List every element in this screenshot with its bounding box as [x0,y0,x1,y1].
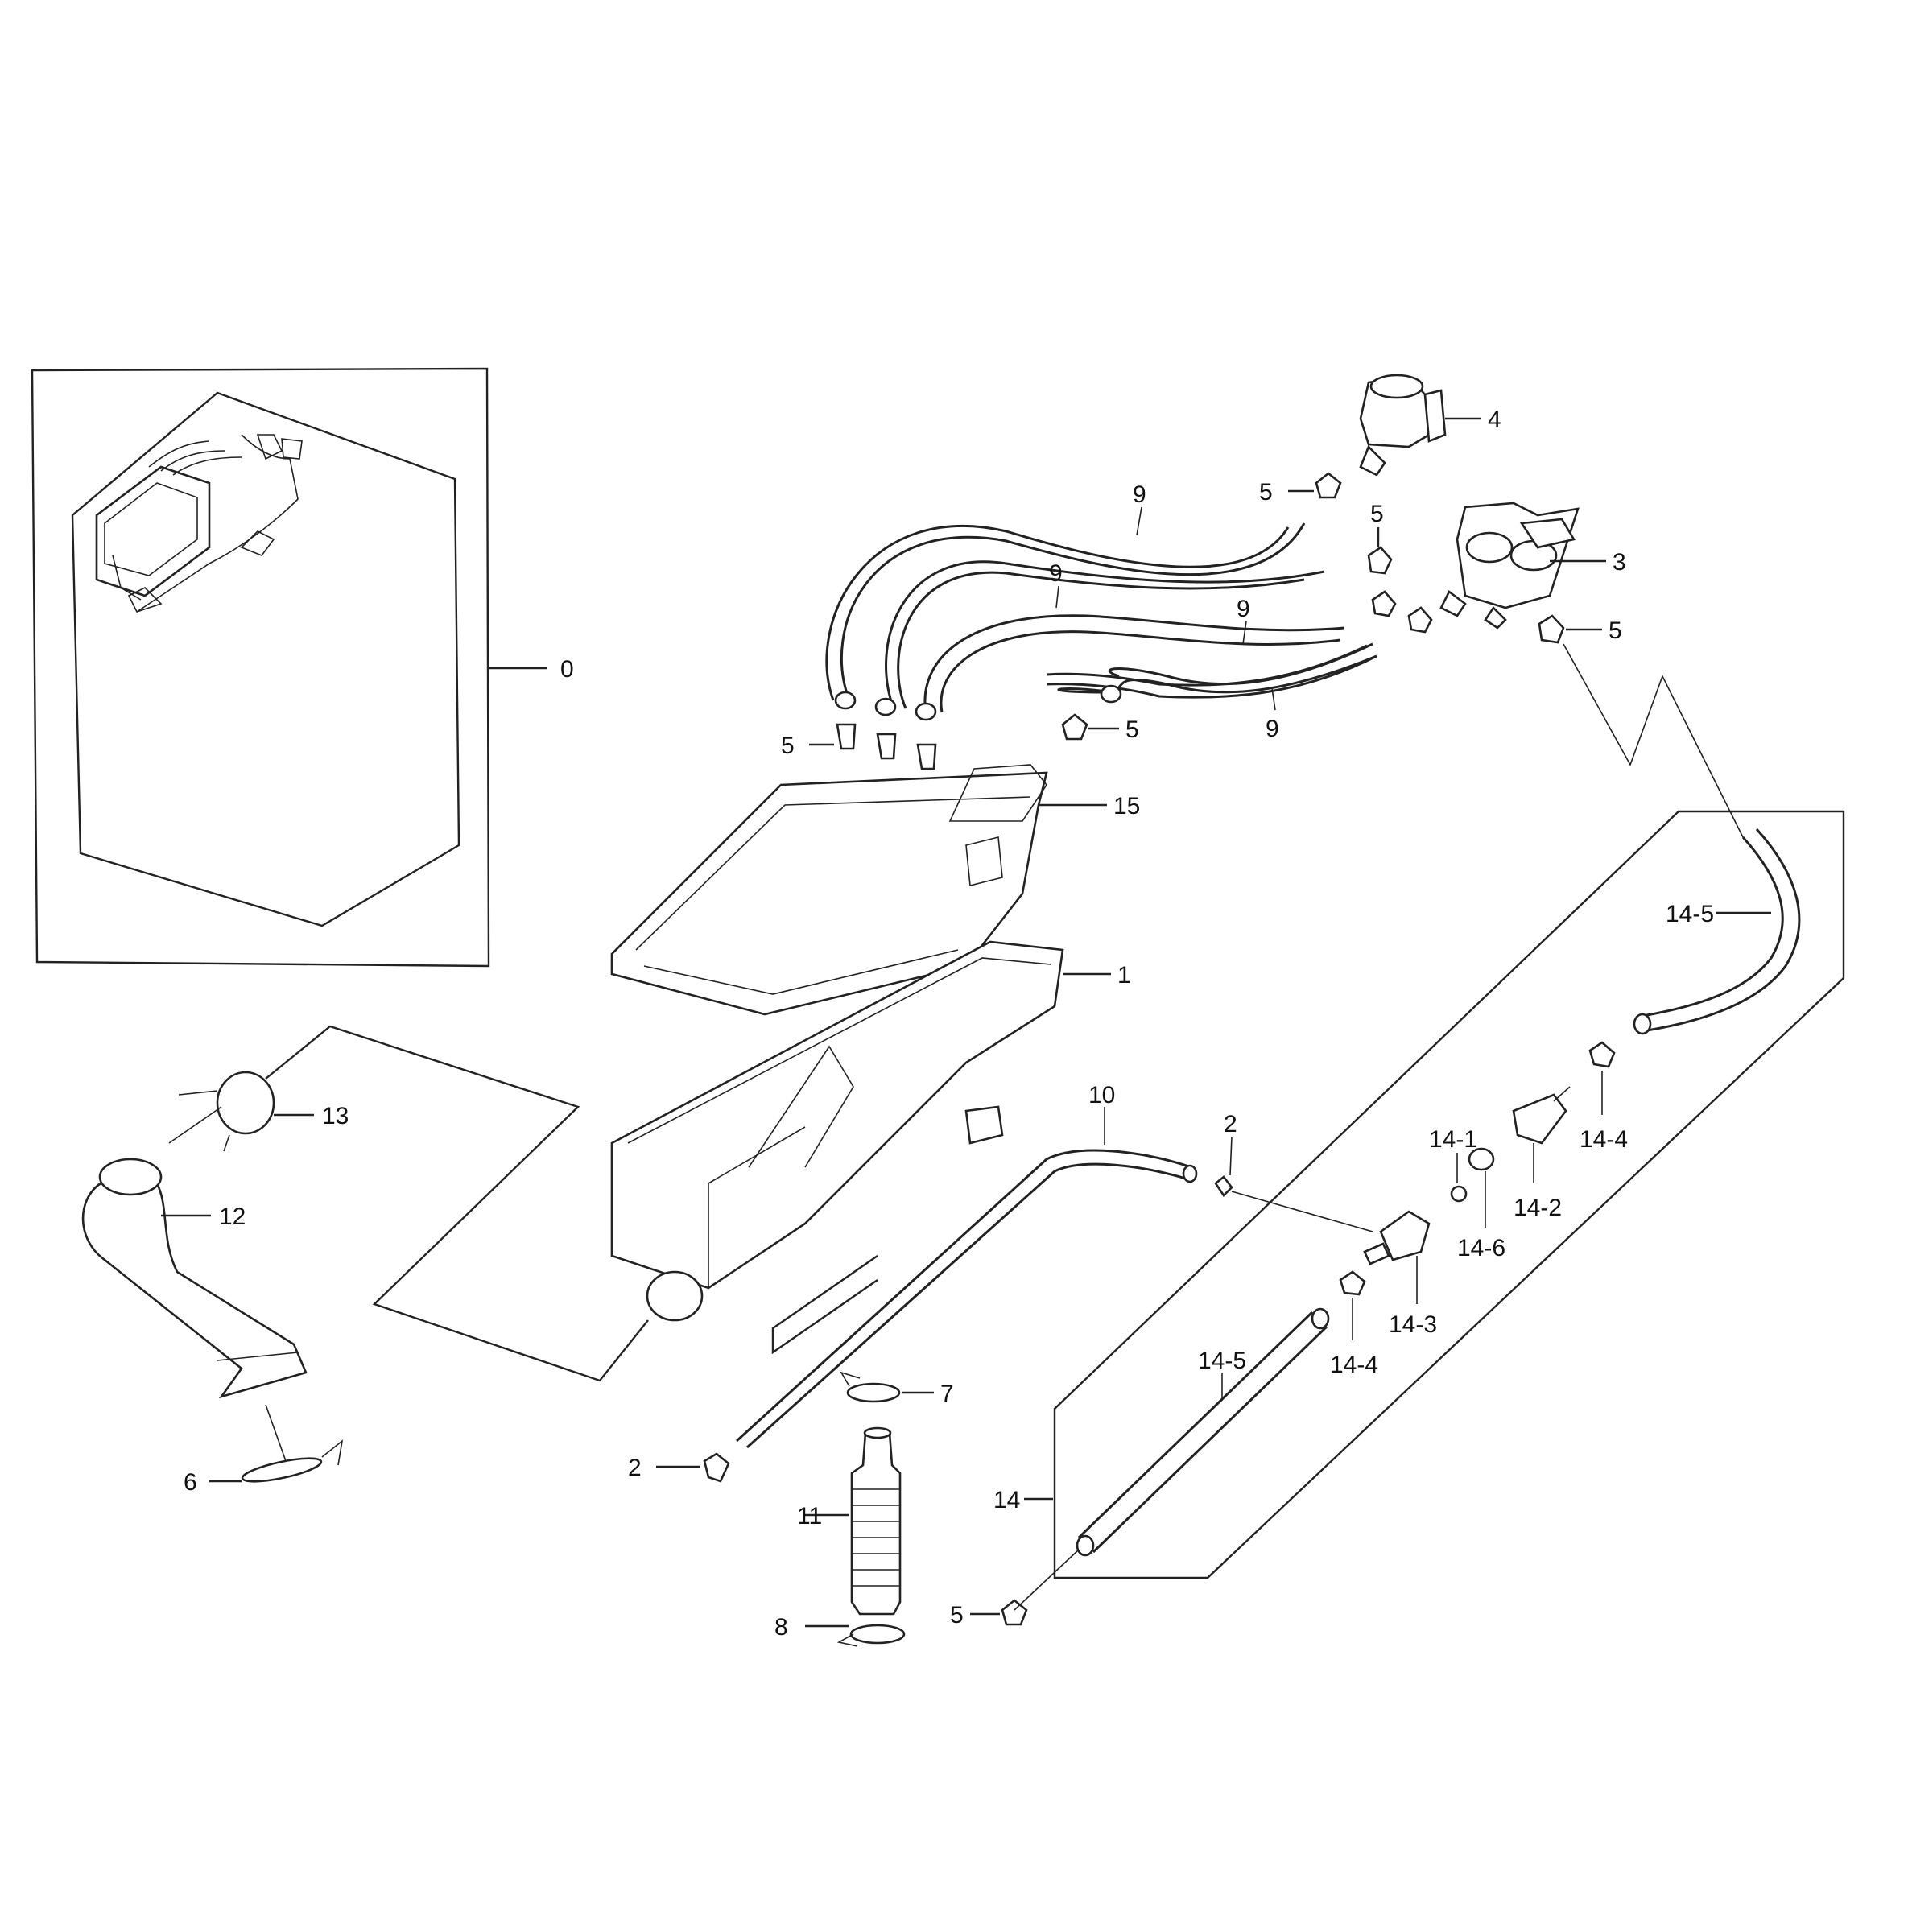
callout-14-1: 14-1 [1429,1126,1477,1153]
callout-1: 1 [1117,962,1131,989]
callout-12: 12 [219,1203,246,1230]
dispenser-assembly-thumbnail [95,434,303,613]
hose-clamps: 5 5 5 5 5 5 5 [781,472,1622,1629]
hose-clamp-upper: 7 [840,1371,954,1407]
inlet-clamp-lower: 14-4 [1330,1270,1378,1378]
callout-8: 8 [774,1614,788,1641]
callout-5-a: 5 [1259,479,1273,506]
inlet-kit-outline: 14 [993,643,1845,1579]
inlet-washer: 14-6 [1457,1147,1505,1261]
callout-9-b: 9 [1049,560,1063,587]
water-valve-multi: 3 [1439,502,1626,630]
callout-15: 15 [1113,793,1140,819]
inlet-filter: 14-2 [1512,1086,1571,1221]
water-valve-single: 4 [1359,374,1501,477]
drawer-group-outline [771,1255,878,1355]
callout-11: 11 [797,1503,822,1530]
bellows-clamp: 6 [184,1404,344,1496]
inlet-hoses: 9 9 9 9 [825,481,1377,742]
inlet-hose-curved: 14-5 [1633,828,1801,1035]
callout-5-d: 5 [781,733,795,759]
inlet-clamp-upper: 14-4 [1580,1041,1628,1153]
callout-2-b: 2 [628,1455,642,1481]
bellows-hose: 12 [81,1106,308,1399]
inlet-ball: 14-1 [1429,1126,1477,1203]
callout-5-f: 5 [950,1602,964,1629]
callout-3: 3 [1613,549,1626,576]
bellows-group-outline [265,1025,649,1382]
dispenser-cover: 15 [610,764,1140,1016]
callout-9-a: 9 [1133,481,1146,508]
callout-9-c: 9 [1237,596,1250,622]
callout-14-6: 14-6 [1457,1235,1505,1261]
callout-5-e: 5 [1125,716,1139,743]
callout-10: 10 [1088,1082,1115,1108]
callout-0: 0 [560,656,574,683]
drain-tube: 10 [735,1082,1198,1449]
callout-14-3: 14-3 [1389,1311,1437,1338]
corrugated-hose: 11 [797,1426,902,1616]
hose-clamp-lower: 8 [774,1614,906,1647]
callout-14-2: 14-2 [1514,1195,1562,1221]
callout-13: 13 [322,1103,349,1129]
callout-9-d: 9 [1266,716,1279,742]
callout-2-a: 2 [1224,1111,1237,1137]
inlet-connector: 14-3 [1231,1191,1437,1338]
callout-14: 14 [993,1487,1020,1513]
callout-14-4-a: 14-4 [1580,1126,1628,1153]
callout-5-b: 5 [1370,501,1384,527]
callout-14-4-b: 14-4 [1330,1352,1378,1378]
dispenser-housing: 1 [610,940,1131,1322]
callout-4: 4 [1488,407,1501,433]
callout-5-c: 5 [1609,617,1622,644]
tube-clamps: 2 2 [628,1111,1237,1483]
inset-assembly-box: 0 [31,367,574,968]
callout-6: 6 [184,1469,197,1496]
inlet-hose-straight: 14-5 [1014,1307,1330,1611]
ring-clamp: 13 [178,1071,349,1152]
callout-7: 7 [940,1381,954,1407]
callout-14-5-b: 14-5 [1198,1348,1246,1374]
callout-14-5-a: 14-5 [1666,901,1714,927]
